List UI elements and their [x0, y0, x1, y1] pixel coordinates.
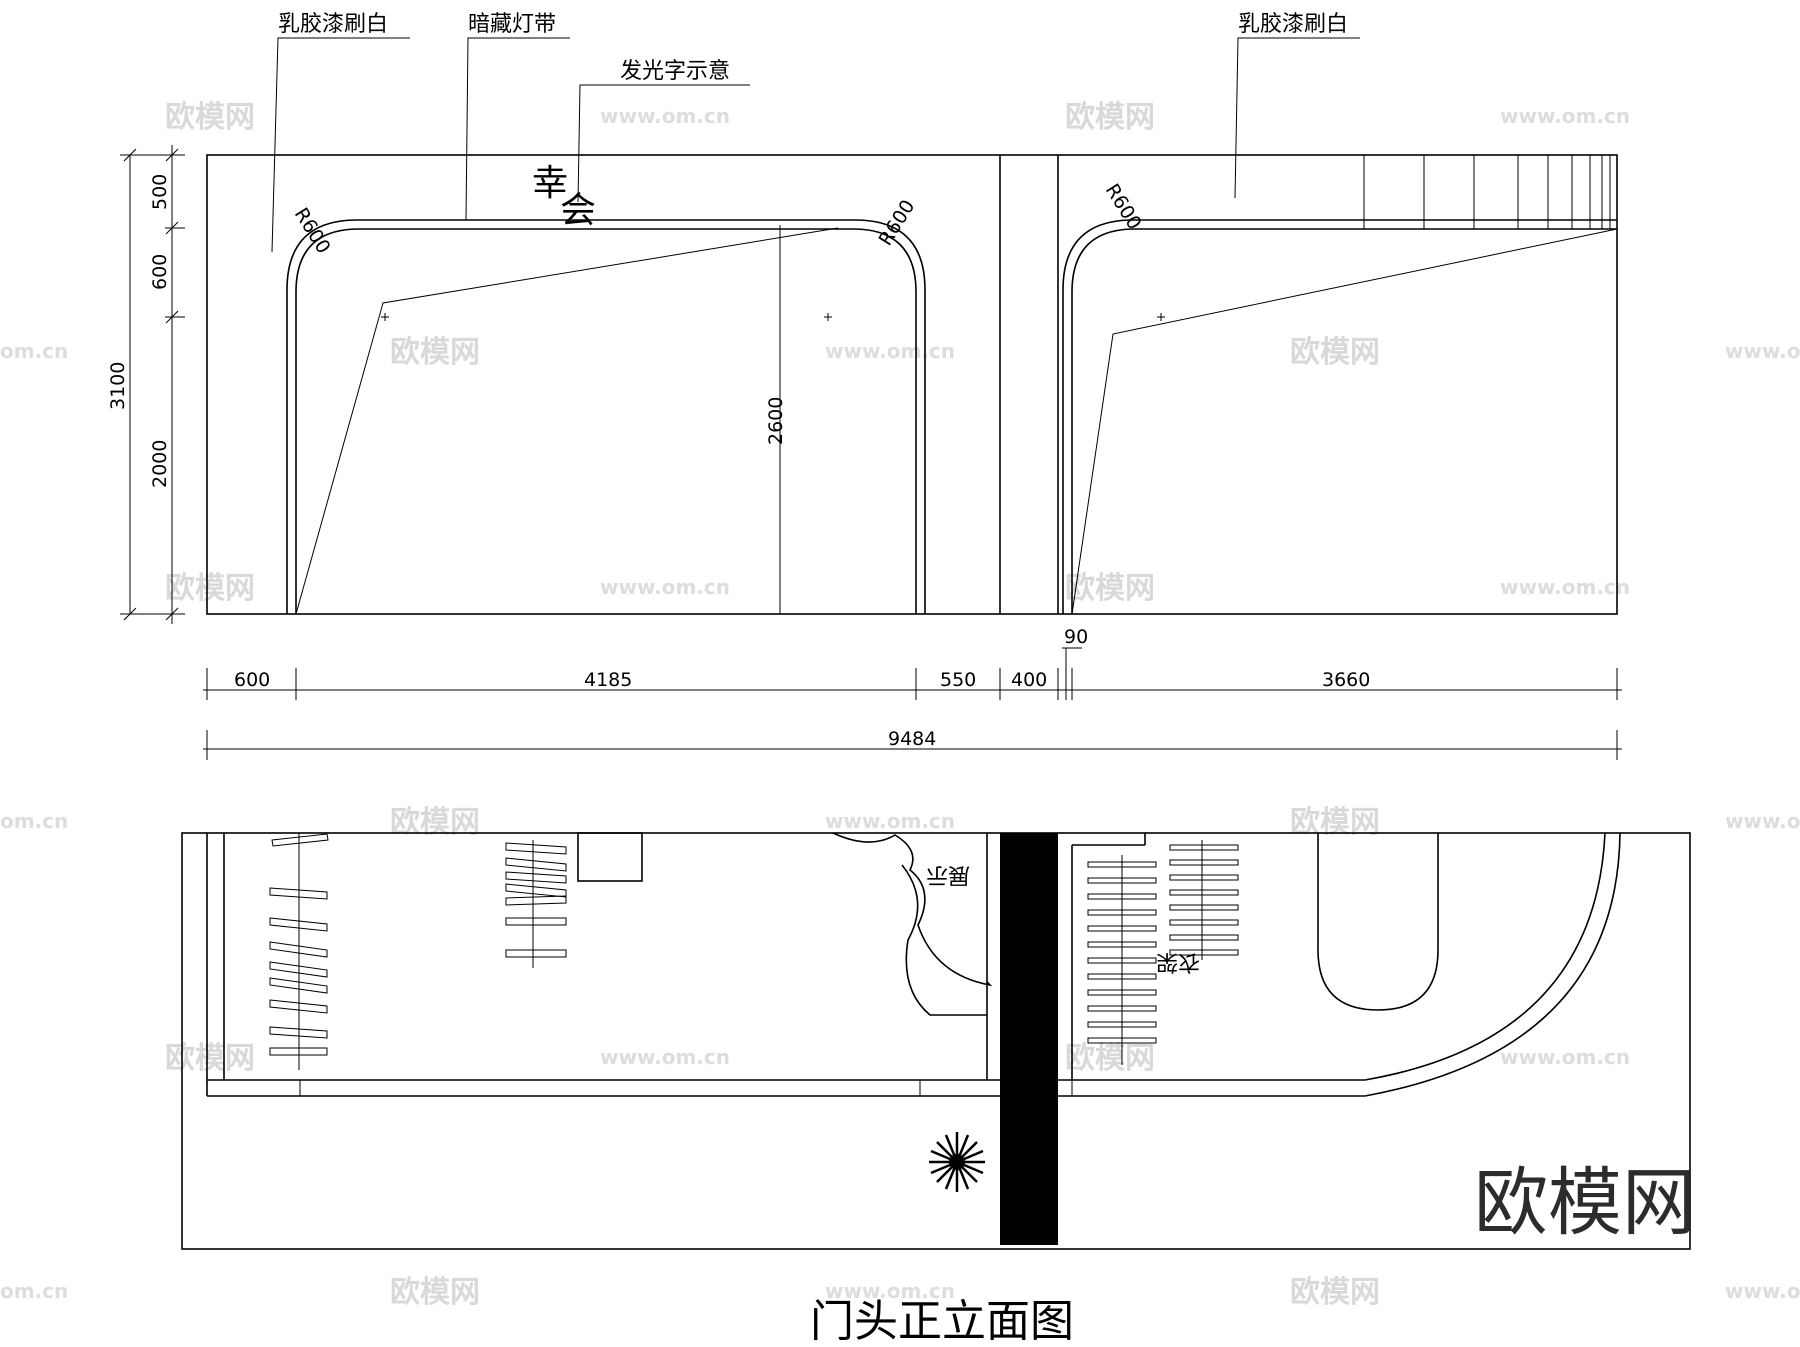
watermark-brand: 欧模网 — [390, 335, 480, 370]
watermark-layer: 欧模网 www.om.cn 欧模网 www.om.cn om.cn 欧模网 ww… — [0, 100, 1800, 1310]
watermark-brand: 欧模网 — [1065, 100, 1155, 135]
watermark-brand: 欧模网 — [1290, 335, 1380, 370]
watermark-url: www.om.cn — [1500, 104, 1630, 128]
annotation-latex-paint: 乳胶漆刷白 — [278, 12, 388, 37]
left-arch-outer — [286, 219, 926, 614]
clothes-rack — [1169, 840, 1239, 960]
watermark-brand: 欧模网 — [1065, 571, 1155, 606]
watermark-url: www.om.cn — [825, 339, 955, 363]
clothes-rack — [269, 833, 329, 1070]
watermark-url: om.cn — [0, 1279, 68, 1303]
watermark-url: www.om.cn — [1500, 1045, 1630, 1069]
watermark-brand: 欧模网 — [390, 805, 480, 840]
dim-height: 500 — [149, 174, 171, 210]
watermark-logo: 欧模网 — [1474, 1160, 1696, 1246]
dim-width: 3660 — [1322, 669, 1370, 691]
dim-total-height: 3100 — [107, 362, 129, 410]
reference-marks — [381, 313, 1165, 321]
right-perspective-line — [1071, 228, 1618, 615]
watermark-url: www.om.cn — [1500, 575, 1630, 599]
radius-label: R600 — [1101, 180, 1146, 234]
drawing-title: 门头正立面图 — [810, 1296, 1074, 1347]
watermark-url: www.om.cn — [600, 104, 730, 128]
dim-width: 90 — [1064, 626, 1088, 648]
clothes-rack — [505, 840, 567, 968]
curved-counter — [1364, 832, 1606, 1081]
watermark-url: www.om.cn — [600, 1045, 730, 1069]
left-arch-inner — [295, 228, 917, 614]
front-elevation: R600 R600 R600 幸 会 乳胶漆刷白 暗藏灯带 发光字示意 乳胶漆刷… — [107, 12, 1622, 760]
watermark-url: www.om.cn — [1725, 1279, 1800, 1303]
dim-total-width: 9484 — [888, 728, 936, 750]
display-curve — [901, 864, 987, 1016]
watermark-brand: 欧模网 — [1065, 1041, 1155, 1076]
watermark-brand: 欧模网 — [1290, 1275, 1380, 1310]
dim-height: 600 — [149, 254, 171, 290]
watermark-url: www.om.cn — [1725, 809, 1800, 833]
watermark-url: www.om.cn — [825, 1279, 955, 1303]
vertical-dimensions — [120, 145, 185, 624]
watermark-brand: 欧模网 — [165, 100, 255, 135]
annotation-glowing-text: 发光字示意 — [620, 59, 730, 84]
floor-plan: 展示 衣架 — [181, 832, 1691, 1250]
facade-outline — [206, 154, 1618, 615]
annotation-latex-paint: 乳胶漆刷白 — [1238, 12, 1348, 37]
display-curve — [832, 832, 993, 987]
label-display: 展示 — [926, 862, 970, 887]
island-display — [1317, 833, 1439, 1011]
clothes-rack — [1087, 855, 1157, 1065]
dim-width: 400 — [1011, 669, 1047, 691]
plant-icon — [929, 1132, 985, 1192]
right-arch-inner — [1071, 228, 1617, 614]
curved-counter — [1364, 832, 1621, 1097]
top-slats — [1363, 155, 1611, 229]
sign-character: 幸 — [532, 163, 568, 204]
watermark-url: om.cn — [0, 809, 68, 833]
plan-outline — [181, 832, 1691, 1250]
label-clothes-rack: 衣架 — [1156, 949, 1200, 974]
dim-width: 600 — [234, 669, 270, 691]
watermark-url: www.om.cn — [600, 575, 730, 599]
leader-lines — [271, 37, 1360, 253]
right-arch-outer — [1062, 219, 1617, 614]
watermark-url: www.om.cn — [1725, 339, 1800, 363]
annotation-light-strip: 暗藏灯带 — [468, 12, 556, 37]
dim-door-height: 2600 — [765, 397, 787, 445]
display-box — [577, 832, 643, 882]
watermark-brand: 欧模网 — [390, 1275, 480, 1310]
dim-width: 550 — [940, 669, 976, 691]
watermark-brand: 欧模网 — [165, 571, 255, 606]
dim-height: 2000 — [149, 440, 171, 488]
watermark-url: www.om.cn — [825, 809, 955, 833]
watermark-url: om.cn — [0, 339, 68, 363]
pillar — [1000, 833, 1058, 1245]
watermark-brand: 欧模网 — [1290, 805, 1380, 840]
dim-width: 4185 — [584, 669, 632, 691]
horizontal-dimensions — [203, 647, 1622, 760]
watermark-brand: 欧模网 — [165, 1041, 255, 1076]
left-perspective-line — [295, 227, 839, 615]
